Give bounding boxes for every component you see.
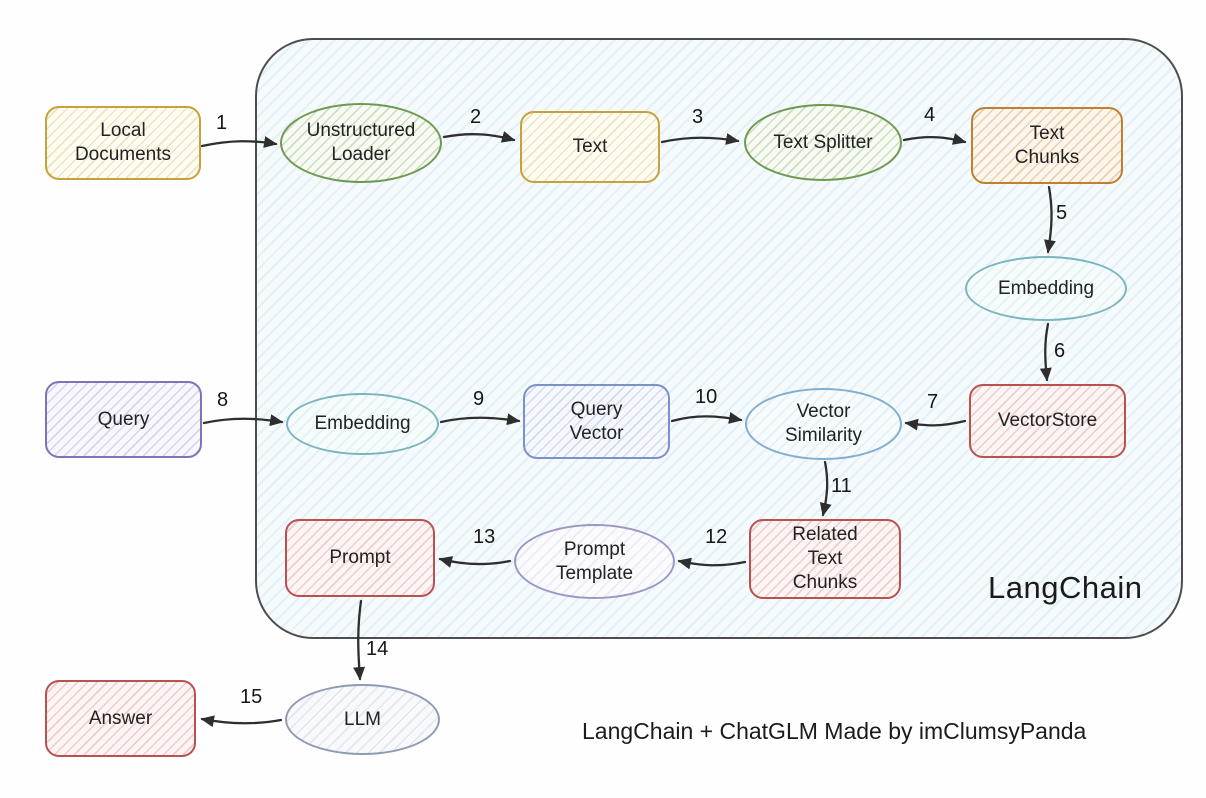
- node-llm: LLM: [285, 684, 440, 755]
- node-query-label: Query: [97, 408, 150, 430]
- node-text-chunks-label: Text Chunks: [1014, 122, 1080, 168]
- node-local-documents-label: Local Documents: [74, 120, 172, 165]
- node-query-vector: Query Vector: [523, 384, 670, 459]
- edge-label-4: 4: [924, 104, 936, 126]
- node-text-splitter-label: Text Splitter: [773, 131, 873, 153]
- edge-label-1: 1: [216, 112, 228, 134]
- node-prompt: Prompt: [285, 519, 435, 597]
- edge-label-12: 12: [705, 526, 728, 548]
- node-related-text-chunks: Related Text Chunks: [749, 519, 901, 599]
- node-text-label: Text: [572, 136, 608, 158]
- edge-label-13: 13: [473, 526, 496, 548]
- edge-label-7: 7: [927, 391, 939, 413]
- node-query-vector-label: Query Vector: [569, 398, 624, 444]
- node-answer-label: Answer: [88, 707, 153, 729]
- edge-label-15: 15: [240, 686, 263, 708]
- langchain-container-label: LangChain: [988, 570, 1143, 605]
- edge-label-9: 9: [473, 388, 485, 410]
- node-prompt-label: Prompt: [329, 547, 391, 569]
- edge-label-6: 6: [1054, 340, 1066, 362]
- node-vector-similarity: Vector Similarity: [745, 388, 902, 460]
- node-unstructured-loader: Unstructured Loader: [280, 103, 442, 183]
- node-prompt-template: Prompt Template: [514, 524, 675, 599]
- node-related-text-chunks-label: Related Text Chunks: [792, 524, 858, 593]
- node-text: Text: [520, 111, 660, 183]
- edge-label-8: 8: [217, 389, 229, 411]
- node-query: Query: [45, 381, 202, 458]
- node-answer: Answer: [45, 680, 196, 757]
- diagram-caption: LangChain + ChatGLM Made by imClumsyPand…: [582, 718, 1087, 744]
- node-embedding-query-label: Embedding: [314, 413, 411, 435]
- node-text-splitter: Text Splitter: [744, 104, 902, 181]
- node-vectorstore: VectorStore: [969, 384, 1126, 458]
- edge-label-5: 5: [1056, 202, 1068, 224]
- node-text-chunks: Text Chunks: [971, 107, 1123, 184]
- edge-label-3: 3: [692, 106, 704, 128]
- node-local-documents: Local Documents: [45, 106, 201, 180]
- node-vectorstore-label: VectorStore: [997, 410, 1098, 432]
- edge-label-11: 11: [831, 475, 852, 497]
- node-embedding-query: Embedding: [286, 393, 439, 455]
- node-embedding-docs: Embedding: [965, 256, 1127, 321]
- node-unstructured-loader-label: Unstructured Loader: [306, 120, 416, 165]
- edge-label-14: 14: [366, 638, 389, 660]
- node-embedding-docs-label: Embedding: [997, 277, 1095, 299]
- node-prompt-template-label: Prompt Template: [555, 538, 634, 584]
- edge-label-2: 2: [470, 106, 482, 128]
- edge-label-10: 10: [695, 386, 718, 408]
- node-vector-similarity-label: Vector Similarity: [784, 401, 863, 446]
- node-llm-label: LLM: [344, 708, 381, 730]
- edge-15-arrow: [200, 715, 283, 728]
